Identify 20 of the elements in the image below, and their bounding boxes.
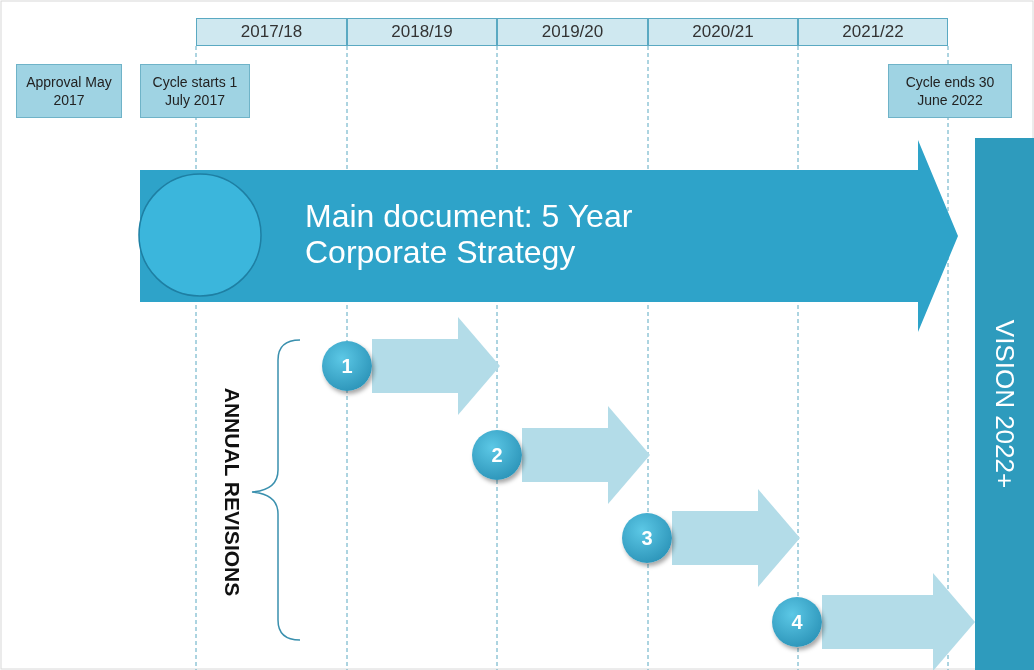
date-tag: Cycle starts 1 July 2017 bbox=[140, 64, 250, 118]
vertical-bar bbox=[975, 138, 1034, 670]
date-tag: Approval May 2017 bbox=[16, 64, 122, 118]
vertical-label: ANNUAL REVISIONS bbox=[220, 386, 245, 599]
arrow-title: Main document: 5 Year Corporate Strategy bbox=[305, 198, 634, 270]
year-header: 2017/18 bbox=[196, 18, 347, 46]
year-header: 2021/22 bbox=[798, 18, 948, 46]
date-tag: Cycle ends 30 June 2022 bbox=[888, 64, 1012, 118]
number-badge: 2 bbox=[472, 430, 522, 480]
block-arrow bbox=[822, 573, 975, 670]
year-header: 2019/20 bbox=[497, 18, 648, 46]
block-arrow bbox=[522, 406, 650, 504]
block-arrow bbox=[372, 317, 500, 415]
year-header: 2020/21 bbox=[648, 18, 798, 46]
number-badge: 3 bbox=[622, 513, 672, 563]
number-badge: 4 bbox=[772, 597, 822, 647]
bar-label: VISION 2022+ bbox=[989, 318, 1021, 491]
block-arrow bbox=[672, 489, 800, 587]
number-badge: 1 bbox=[322, 341, 372, 391]
year-header: 2018/19 bbox=[347, 18, 497, 46]
